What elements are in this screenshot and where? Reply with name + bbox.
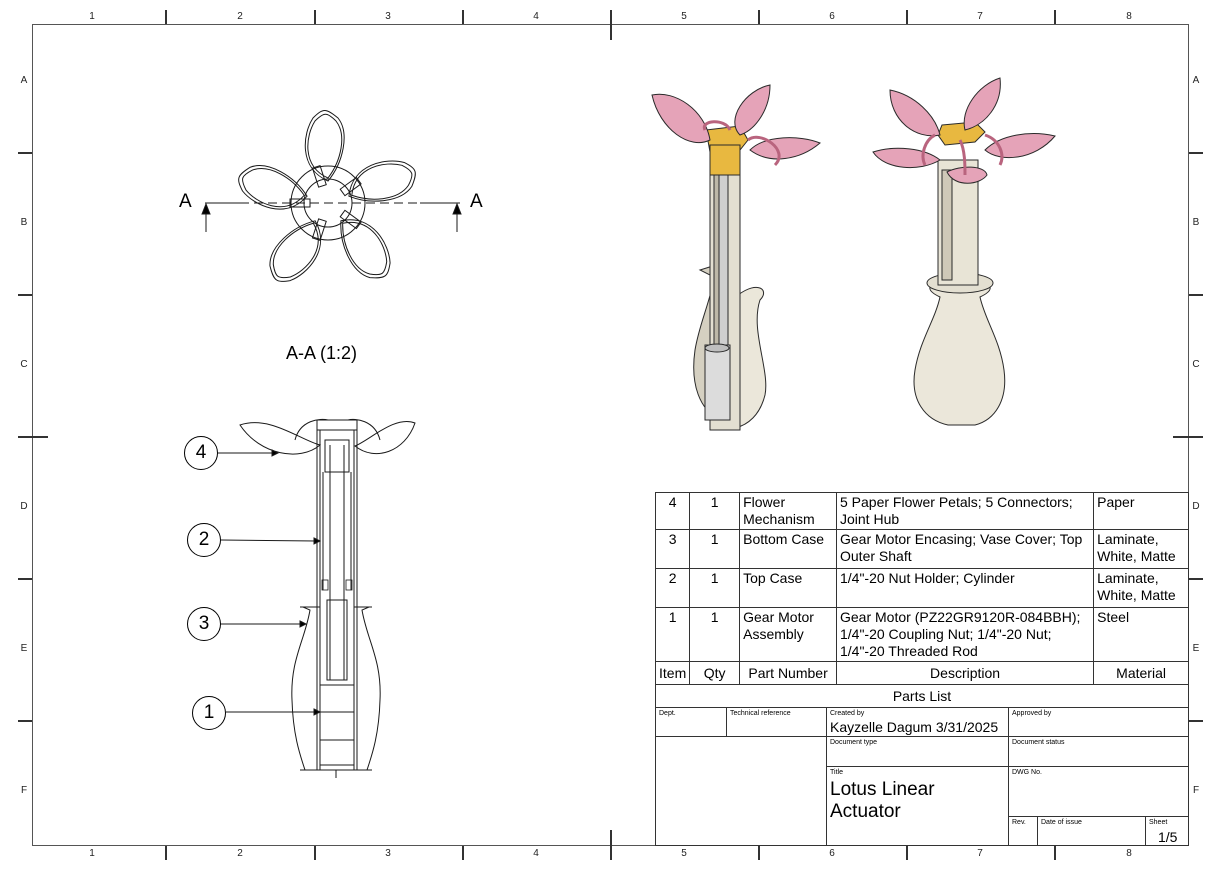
qty-cell: 1: [689, 568, 741, 608]
column-label: 2: [237, 11, 243, 22]
column-label: 2: [237, 848, 243, 859]
dept-cell: Dept.: [655, 707, 727, 737]
rev-label: Rev.: [1012, 819, 1026, 826]
balloon-item-2: 2: [187, 523, 221, 557]
column-label: 4: [533, 11, 539, 22]
title-cell: Title Lotus Linear Actuator: [826, 766, 1009, 846]
table-header-row: Item Qty Part Number Description Materia…: [654, 661, 1189, 685]
header-item: Item: [654, 661, 691, 685]
dwg-no-cell: DWG No.: [1008, 766, 1189, 817]
row-label: E: [20, 643, 28, 654]
approved-by-cell: Approved by: [1008, 707, 1189, 737]
material-cell: Steel: [1093, 607, 1189, 662]
column-label: 5: [681, 11, 687, 22]
rev-cell: Rev.: [1008, 816, 1038, 846]
row-label: F: [20, 785, 28, 796]
balloon-item-3: 3: [187, 607, 221, 641]
title-label: Title: [830, 769, 843, 776]
column-label: 1: [89, 11, 95, 22]
column-label: 6: [829, 11, 835, 22]
dwg-no-label: DWG No.: [1012, 769, 1042, 776]
row-label: E: [1192, 643, 1200, 654]
column-label: 4: [533, 848, 539, 859]
doc-status-label: Document status: [1012, 739, 1065, 746]
row-label: D: [1192, 501, 1200, 512]
column-label: 7: [977, 11, 983, 22]
qty-cell: 1: [689, 607, 741, 662]
item-cell: 2: [654, 568, 691, 608]
row-label: B: [1192, 217, 1200, 228]
table-title-row: Parts List: [655, 684, 1189, 708]
part-number-cell: Gear Motor Assembly: [739, 607, 837, 662]
tech-ref-cell: Technical reference: [726, 707, 827, 737]
description-cell: 1/4"-20 Nut Holder; Cylinder: [835, 568, 1095, 608]
item-cell: 3: [654, 529, 691, 569]
column-label: 3: [385, 848, 391, 859]
doc-type-cell: Document type: [826, 736, 1009, 767]
header-part-number: Part Number: [739, 661, 837, 685]
column-label: 3: [385, 11, 391, 22]
sheet-value: 1/5: [1158, 829, 1178, 845]
table-row: 3 1 Bottom Case Gear Motor Encasing; Vas…: [654, 529, 1189, 569]
header-qty: Qty: [689, 661, 741, 685]
table-row: 4 1 Flower Mechanism 5 Paper Flower Peta…: [654, 492, 1189, 530]
row-label: C: [20, 359, 28, 370]
material-cell: Laminate, White, Matte: [1093, 529, 1189, 569]
date-of-issue-label: Date of issue: [1041, 819, 1082, 826]
dept-label: Dept.: [659, 710, 676, 717]
material-cell: Paper: [1093, 492, 1189, 530]
description-cell: Gear Motor (PZ22GR9120R-084BBH); 1/4"-20…: [835, 607, 1095, 662]
parts-list-title: Parts List: [655, 684, 1189, 708]
material-cell: Laminate, White, Matte: [1093, 568, 1189, 608]
description-cell: Gear Motor Encasing; Vase Cover; Top Out…: [835, 529, 1095, 569]
section-marker-right: A: [470, 191, 483, 212]
column-label: 7: [977, 848, 983, 859]
description-cell: 5 Paper Flower Petals; 5 Connectors; Joi…: [835, 492, 1095, 530]
drawing-title: Lotus Linear Actuator: [830, 779, 935, 822]
header-description: Description: [835, 661, 1095, 685]
empty-cell: [655, 736, 827, 846]
doc-type-label: Document type: [830, 739, 878, 746]
item-cell: 4: [654, 492, 691, 530]
date-of-issue-cell: Date of issue: [1037, 816, 1146, 846]
created-by-value: Kayzelle Dagum 3/31/2025: [830, 719, 999, 735]
row-label: F: [1192, 785, 1200, 796]
column-label: 5: [681, 848, 687, 859]
qty-cell: 1: [689, 529, 741, 569]
sheet-cell: Sheet 1/5: [1145, 816, 1189, 846]
column-label: 8: [1126, 848, 1132, 859]
balloon-item-1: 1: [192, 696, 226, 730]
table-row: 1 1 Gear Motor Assembly Gear Motor (PZ22…: [654, 607, 1189, 662]
row-label: A: [1192, 75, 1200, 86]
part-number-cell: Bottom Case: [739, 529, 837, 569]
sheet-label: Sheet: [1149, 819, 1168, 826]
part-number-cell: Top Case: [739, 568, 837, 608]
section-marker-left: A: [179, 191, 192, 212]
row-label: B: [20, 217, 28, 228]
tech-ref-label: Technical reference: [730, 710, 791, 717]
column-label: 6: [829, 848, 835, 859]
balloon-item-4: 4: [184, 436, 218, 470]
table-row: 2 1 Top Case 1/4"-20 Nut Holder; Cylinde…: [654, 568, 1189, 608]
parts-list-table: 4 1 Flower Mechanism 5 Paper Flower Peta…: [654, 492, 1189, 708]
section-view-label: A-A (1:2): [286, 343, 358, 363]
approved-by-label: Approved by: [1012, 710, 1052, 717]
created-by-label: Created by: [830, 710, 865, 717]
header-material: Material: [1093, 661, 1189, 685]
created-by-cell: Created by Kayzelle Dagum 3/31/2025: [826, 707, 1009, 737]
doc-status-cell: Document status: [1008, 736, 1189, 767]
column-label: 8: [1126, 11, 1132, 22]
column-label: 1: [89, 848, 95, 859]
row-label: A: [20, 75, 28, 86]
part-number-cell: Flower Mechanism: [739, 492, 837, 530]
qty-cell: 1: [689, 492, 741, 530]
row-label: C: [1192, 359, 1200, 370]
item-cell: 1: [654, 607, 691, 662]
row-label: D: [20, 501, 28, 512]
